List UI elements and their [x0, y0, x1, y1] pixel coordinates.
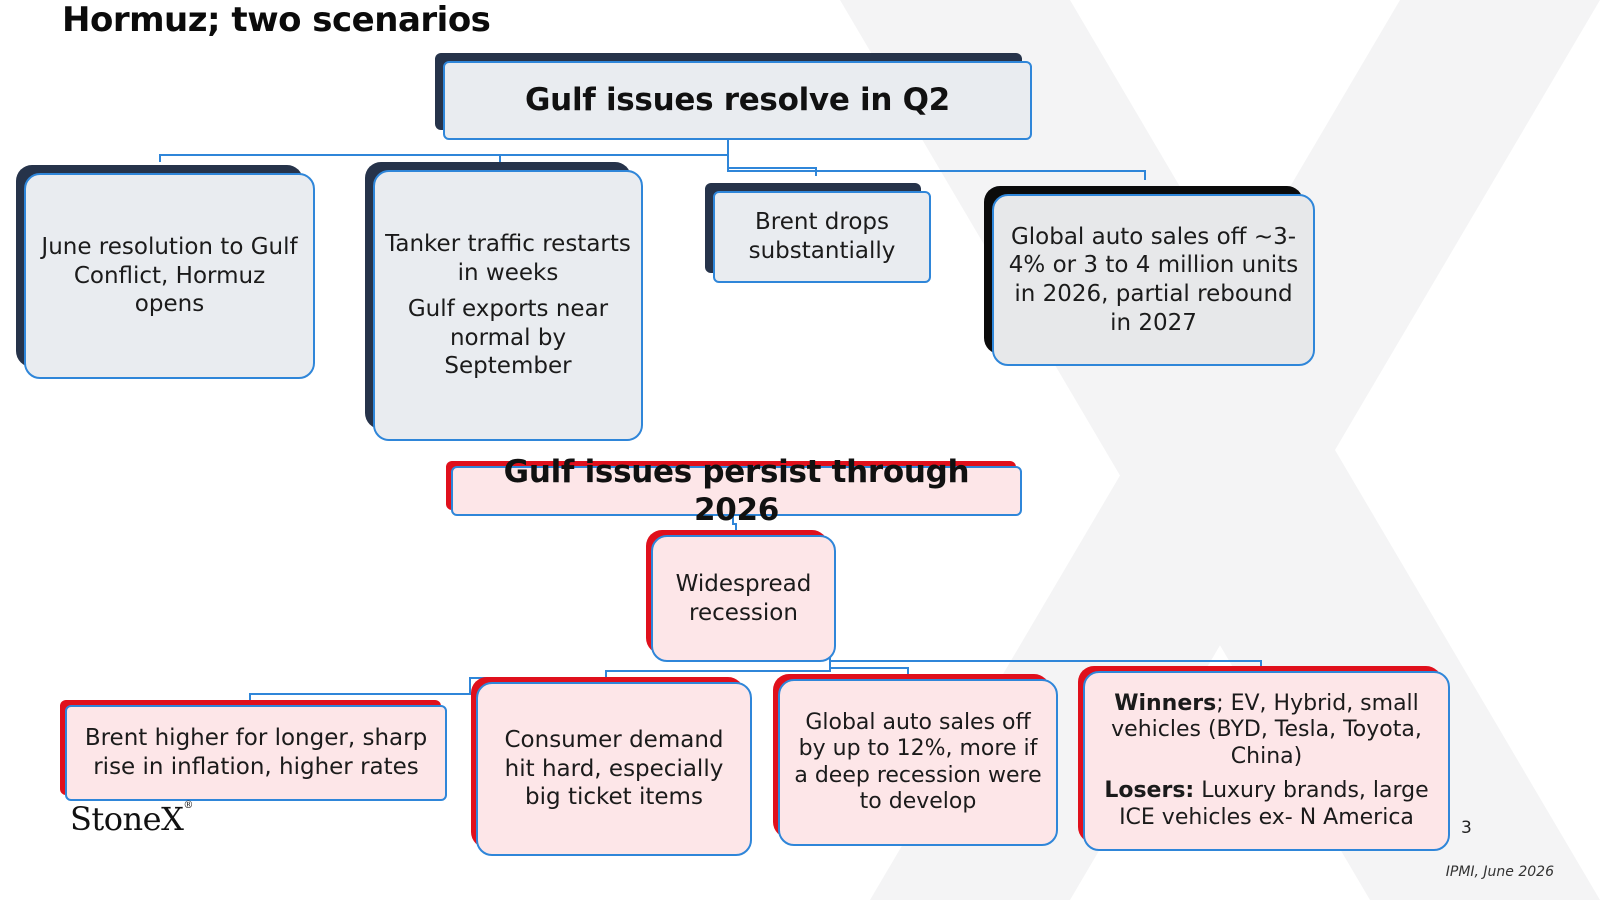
scenario-resolve-header: Gulf issues resolve in Q2 [443, 61, 1032, 140]
scenario-persist-header: Gulf issues persist through 2026 [451, 454, 1022, 528]
outcome-tanker-traffic-box: Tanker traffic restarts in weeks Gulf ex… [365, 162, 643, 441]
scenario-persist-header-box: Gulf issues persist through 2026 [446, 454, 1022, 528]
slide-title: Hormuz; two scenarios [62, 0, 491, 40]
losers-label: Losers: [1104, 778, 1195, 804]
outcome-brent-drops-box: Brent drops substantially [705, 183, 931, 283]
outcome-auto-sales-resolve-box: Global auto sales off ~3-4% or 3 to 4 mi… [984, 186, 1315, 366]
intermediate-recession-box: Widespread recession [646, 530, 836, 662]
outcome-brent-drops: Brent drops substantially [713, 191, 931, 283]
outcome-brent-higher-box: Brent higher for longer, sharp rise in i… [60, 700, 447, 801]
stonex-logo: StoneX® [70, 800, 193, 838]
outcome-june-resolution: June resolution to Gulf Conflict, Hormuz… [24, 173, 315, 379]
outcome-auto-sales-persist: Global auto sales off by up to 12%, more… [778, 679, 1058, 846]
gulf-exports-text: Gulf exports near normal by September [407, 296, 609, 380]
scenario-resolve-header-box: Gulf issues resolve in Q2 [435, 53, 1032, 140]
tanker-traffic-text: Tanker traffic restarts in weeks [385, 231, 631, 286]
outcome-winners-losers: Winners; EV, Hybrid, small vehicles (BYD… [1083, 671, 1450, 851]
outcome-consumer-demand: Consumer demand hit hard, especially big… [476, 682, 752, 856]
registered-mark: ® [183, 800, 193, 811]
outcome-winners-losers-box: Winners; EV, Hybrid, small vehicles (BYD… [1078, 666, 1450, 851]
footer-note: IPMI, June 2026 [1445, 864, 1554, 880]
page-number: 3 [1461, 818, 1472, 838]
outcome-brent-higher: Brent higher for longer, sharp rise in i… [65, 705, 447, 801]
winners-detail: ; EV, Hybrid, small vehicles (BYD, Tesla… [1111, 691, 1422, 769]
outcome-auto-sales-resolve: Global auto sales off ~3-4% or 3 to 4 mi… [992, 194, 1315, 366]
winners-label: Winners [1114, 691, 1217, 717]
winners-text: Winners; EV, Hybrid, small vehicles (BYD… [1095, 691, 1438, 770]
losers-detail: Luxury brands, large ICE vehicles ex- N … [1119, 778, 1429, 830]
outcome-consumer-demand-box: Consumer demand hit hard, especially big… [471, 677, 752, 856]
outcome-tanker-traffic: Tanker traffic restarts in weeks Gulf ex… [373, 170, 643, 441]
outcome-june-resolution-box: June resolution to Gulf Conflict, Hormuz… [16, 165, 315, 379]
outcome-auto-sales-persist-box: Global auto sales off by up to 12%, more… [773, 674, 1058, 846]
losers-text: Losers: Luxury brands, large ICE vehicle… [1095, 778, 1438, 831]
intermediate-recession: Widespread recession [651, 535, 836, 662]
